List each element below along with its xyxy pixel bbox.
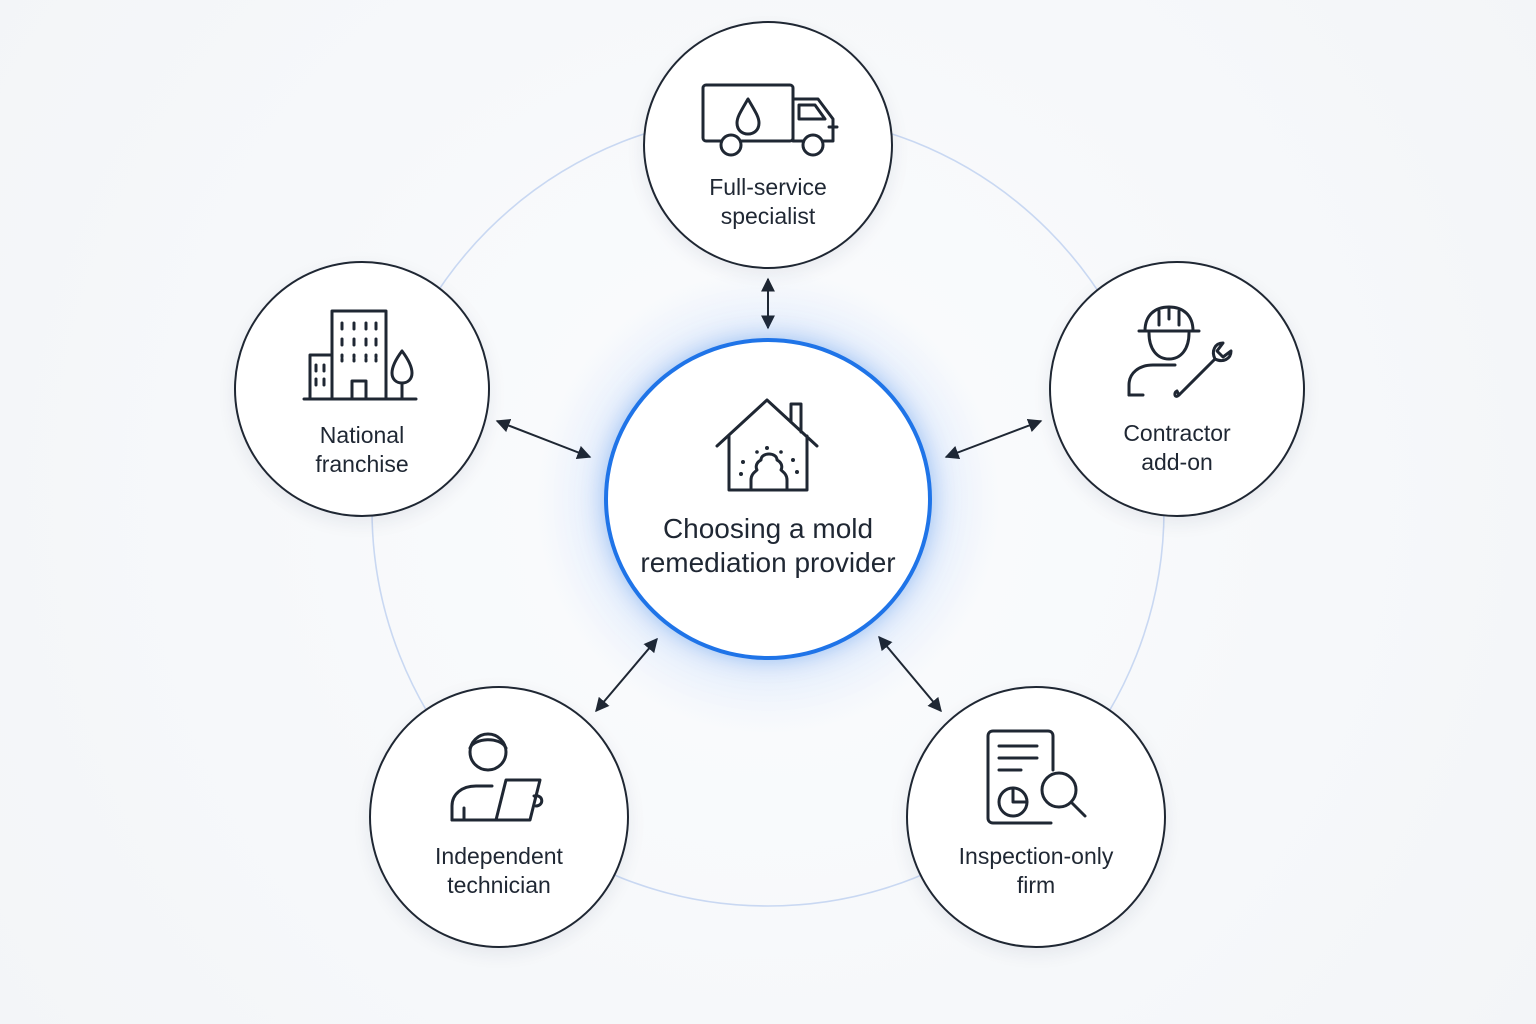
arrow-center-franchise <box>495 419 592 459</box>
node-label: Full-service specialist <box>709 174 827 229</box>
node-contractor-add-on: Contractor add-on <box>1049 261 1305 517</box>
person-tablet-icon <box>450 732 544 822</box>
node-label: National franchise <box>315 422 409 477</box>
arrow-center-inspection <box>878 635 942 713</box>
center-node: Choosing a mold remediation provider <box>604 338 932 660</box>
arrow-center-contractor <box>944 418 1043 460</box>
node-label: Inspection-only firm <box>958 843 1114 898</box>
node-label: Independent technician <box>435 843 563 898</box>
center-label: Choosing a mold remediation provider <box>640 513 896 578</box>
arrow-center-technician <box>595 637 658 713</box>
report-magnifier-icon <box>986 729 1087 825</box>
node-national-franchise: National franchise <box>234 261 490 517</box>
buildings-tree-icon <box>302 309 418 401</box>
van-water-drop-icon <box>701 83 839 157</box>
node-independent-technician: Independent technician <box>369 686 629 948</box>
node-inspection-only-firm: Inspection-only firm <box>906 686 1166 948</box>
moldy-house-icon <box>715 398 819 492</box>
worker-wrench-icon <box>1127 305 1233 398</box>
node-full-service-specialist: Full-service specialist <box>643 21 893 269</box>
node-label: Contractor add-on <box>1123 420 1231 475</box>
